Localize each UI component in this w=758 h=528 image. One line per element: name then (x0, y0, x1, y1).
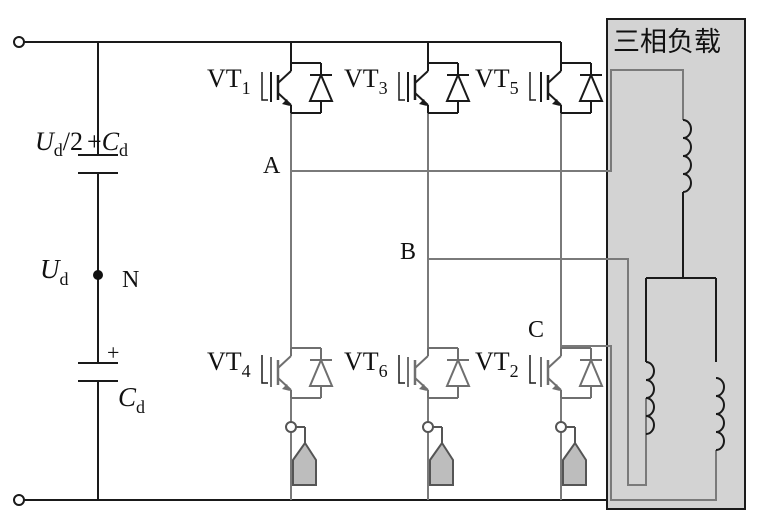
neutral-point (93, 270, 103, 280)
phase-legs (290, 42, 562, 500)
vt3-label: VT3 (344, 64, 388, 98)
node-a-label: A (263, 153, 281, 179)
neutral-label: N (122, 267, 139, 293)
switch-vt6 (406, 346, 471, 400)
vt1-label: VT1 (207, 64, 251, 98)
lower-capacitor-plus: + (107, 340, 119, 365)
dc-link-capacitors (78, 42, 118, 500)
load-inductors (645, 119, 725, 451)
dc-bus (13, 36, 608, 506)
node-b-label: B (400, 239, 416, 265)
vt2-label: VT2 (475, 347, 519, 381)
load-title: 三相负载 (613, 27, 721, 58)
positive-terminal (13, 36, 25, 48)
vt5-label: VT5 (475, 64, 519, 98)
lower-capacitor-label: Cd (118, 382, 145, 417)
negative-terminal (13, 494, 25, 506)
upper-capacitor-label: Ud/2+Cd (35, 127, 128, 160)
switch-vt4 (269, 346, 334, 400)
vt4-label: VT4 (207, 347, 251, 381)
phase-output-wires (291, 69, 717, 501)
switch-vt2 (539, 346, 604, 400)
switch-vt3 (406, 61, 471, 115)
switch-vt5 (539, 61, 604, 115)
switch-vt1 (269, 61, 334, 115)
vt6-label: VT6 (344, 347, 388, 381)
label-brackets (261, 72, 536, 384)
dc-voltage-label: Ud (40, 254, 69, 289)
node-c-label: C (528, 317, 544, 343)
